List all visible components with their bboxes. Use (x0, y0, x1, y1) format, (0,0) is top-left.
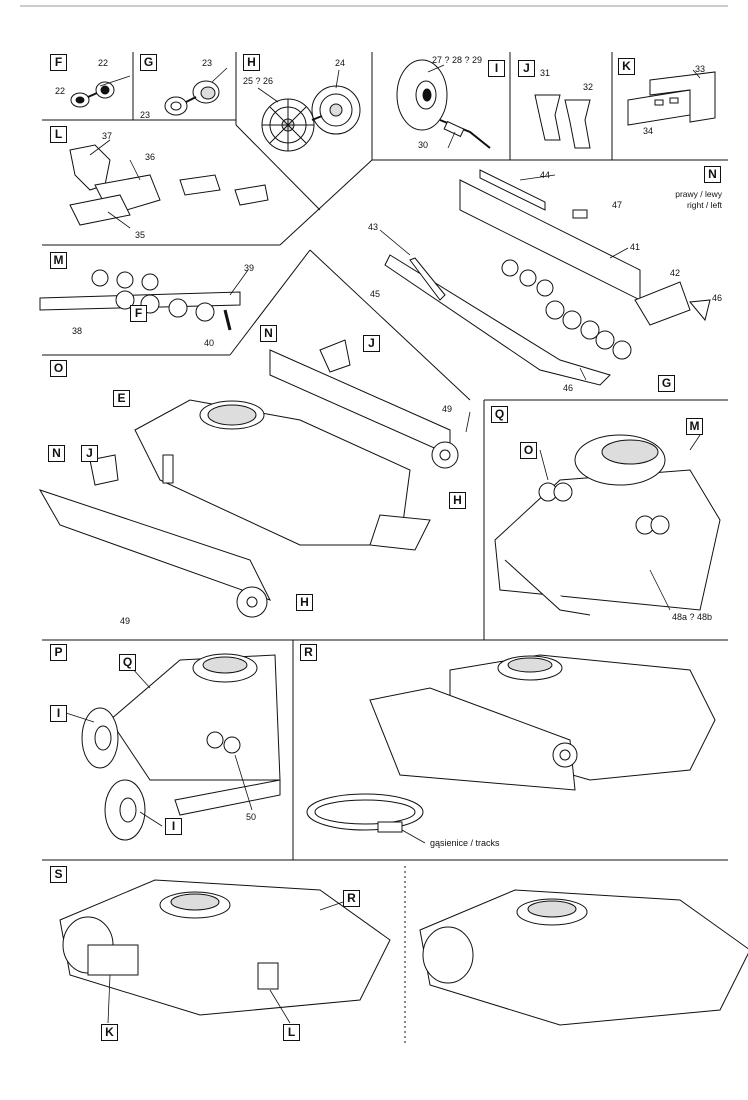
callout-f: F (130, 305, 147, 322)
callout-r: R (343, 890, 360, 907)
part-49-a: 49 (442, 404, 453, 414)
part-40: 40 (204, 338, 215, 348)
part-36: 36 (145, 152, 156, 162)
part-41: 41 (630, 242, 641, 252)
callout-o: O (520, 442, 537, 459)
part-38: 38 (72, 326, 83, 336)
right-left-note: prawy / lewy right / left (640, 189, 722, 211)
part-43: 43 (368, 222, 379, 232)
part-46-b: 46 (563, 383, 574, 393)
callout-g: G (658, 375, 675, 392)
right-left-note-en: right / left (687, 200, 722, 210)
part-42: 42 (670, 268, 681, 278)
part-24: 24 (335, 58, 346, 68)
part-35: 35 (135, 230, 146, 240)
part-33: 33 (695, 64, 706, 74)
callout-i-2: I (165, 818, 182, 835)
part-34: 34 (643, 126, 654, 136)
section-label-g: G (140, 54, 157, 71)
section-label-k: K (618, 58, 635, 75)
callout-h-1: H (449, 492, 466, 509)
section-label-h: H (243, 54, 260, 71)
right-left-note-pl: prawy / lewy (675, 189, 722, 199)
part-37: 37 (102, 131, 113, 141)
callout-j-1: J (363, 335, 380, 352)
section-label-f: F (50, 54, 67, 71)
part-22-a: 22 (98, 58, 109, 68)
callout-e: E (113, 390, 130, 407)
part-25-26: 25 ? 26 (243, 76, 274, 86)
callout-l: L (283, 1024, 300, 1041)
section-label-q: Q (491, 406, 508, 423)
part-45: 45 (370, 289, 381, 299)
part-39: 39 (244, 263, 255, 273)
tracks-note: gąsienice / tracks (430, 838, 500, 848)
callout-q: Q (119, 654, 136, 671)
part-48: 48a ? 48b (672, 612, 713, 622)
callout-j-2: J (81, 445, 98, 462)
callout-i-1: I (50, 705, 67, 722)
section-label-i: I (488, 60, 505, 77)
section-label-l: L (50, 126, 67, 143)
callout-k: K (101, 1024, 118, 1041)
section-label-s: S (50, 866, 67, 883)
section-label-o: O (50, 360, 67, 377)
part-23-a: 23 (202, 58, 213, 68)
part-44: 44 (540, 170, 551, 180)
part-46-a: 46 (712, 293, 723, 303)
part-27-29: 27 ? 28 ? 29 (432, 55, 483, 65)
callout-n-2: N (48, 445, 65, 462)
section-label-j: J (518, 60, 535, 77)
part-49-b: 49 (120, 616, 131, 626)
part-30: 30 (418, 140, 429, 150)
section-label-n: N (704, 166, 721, 183)
section-label-m: M (50, 252, 67, 269)
part-22-b: 22 (55, 86, 66, 96)
section-label-p: P (50, 644, 67, 661)
part-50: 50 (246, 812, 257, 822)
part-31: 31 (540, 68, 551, 78)
part-32: 32 (583, 82, 594, 92)
part-47: 47 (612, 200, 623, 210)
callout-m: M (686, 418, 703, 435)
part-23-b: 23 (140, 110, 151, 120)
callout-n-1: N (260, 325, 277, 342)
section-label-r: R (300, 644, 317, 661)
callout-h-2: H (296, 594, 313, 611)
